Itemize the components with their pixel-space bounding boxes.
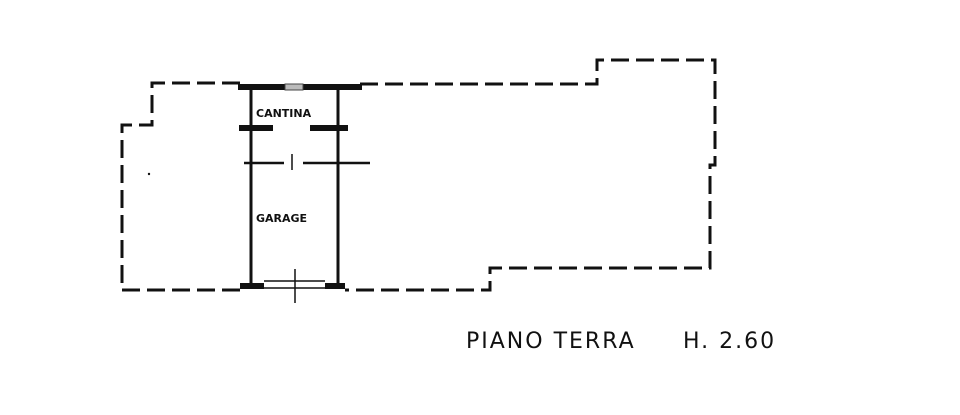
garage-block-walls (238, 83, 370, 303)
dot-mark (147, 172, 151, 176)
caption-level: PIANO TERRA (466, 329, 636, 354)
top-window-icon (284, 83, 304, 91)
caption-height: H. 2.60 (683, 329, 776, 354)
room-label-garage: GARAGE (256, 212, 307, 225)
outer-perimeter-dashed (120, 58, 717, 292)
room-label-cantina: CANTINA (256, 107, 312, 120)
